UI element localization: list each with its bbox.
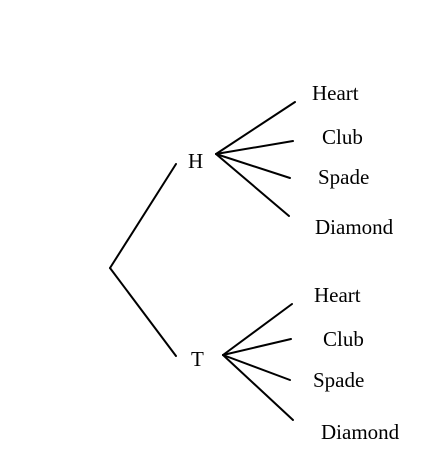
outcome-label-h-club: Club: [322, 125, 363, 149]
outcome-label-t-spade: Spade: [313, 368, 364, 392]
outcome-label-h-diamond: Diamond: [315, 215, 394, 239]
tree-branches: [109, 101, 296, 421]
outcome-label-t-diamond: Diamond: [321, 420, 400, 444]
node-label-t: T: [191, 347, 204, 371]
outcome-label-h-spade: Spade: [318, 165, 369, 189]
branch-h-to-spade: [215, 153, 291, 179]
branch-t-to-spade: [222, 354, 291, 381]
outcome-label-h-heart: Heart: [312, 81, 359, 105]
branch-h-to-club: [215, 140, 294, 155]
branch-t-to-diamond: [222, 354, 294, 421]
branch-t-to-club: [222, 338, 292, 356]
branch-t-to-heart: [222, 303, 293, 356]
branch-root-to-h: [109, 163, 177, 269]
outcome-label-t-heart: Heart: [314, 283, 361, 307]
tree-labels: HHeartClubSpadeDiamondTHeartClubSpadeDia…: [188, 81, 400, 444]
branch-root-to-t: [109, 267, 177, 357]
branch-h-to-heart: [215, 101, 296, 155]
branch-h-to-diamond: [215, 153, 290, 217]
outcome-label-t-club: Club: [323, 327, 364, 351]
node-label-h: H: [188, 149, 203, 173]
